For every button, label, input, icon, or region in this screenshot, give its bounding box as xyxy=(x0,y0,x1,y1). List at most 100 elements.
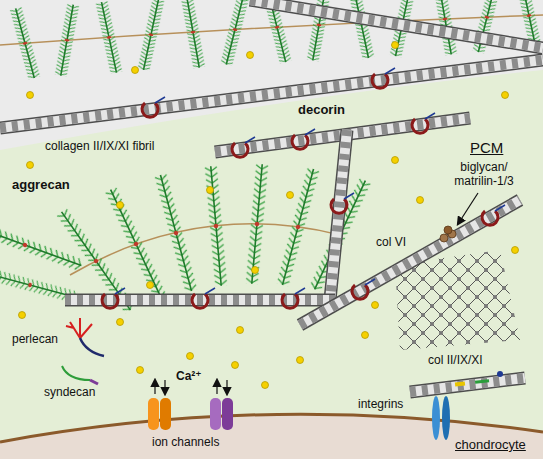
perlecan-label: perlecan xyxy=(12,333,58,347)
calcium-ions-part xyxy=(27,92,34,99)
syndecan-icon xyxy=(62,366,98,384)
calcium-ions-part xyxy=(147,282,154,289)
ion-channels-part xyxy=(216,380,217,394)
calcium-ions-part xyxy=(512,247,519,254)
chondrocyte-cell xyxy=(0,414,543,459)
cell-label: chondrocyte xyxy=(455,438,526,453)
aggrecan-label: aggrecan xyxy=(12,178,70,193)
aggrecan-brushes-part xyxy=(54,4,80,77)
biglycan-matrilin-part xyxy=(440,234,448,242)
calcium-ions-part xyxy=(237,327,244,334)
collagen-fibrils-part xyxy=(300,200,520,325)
ion-channels-part xyxy=(164,380,165,394)
decorin-part xyxy=(331,193,354,213)
decorin-part xyxy=(192,288,215,308)
calcium-ions-part xyxy=(137,367,144,374)
decorin-part xyxy=(292,129,315,149)
decorin-part xyxy=(482,205,505,225)
aggrecan-brushes-part xyxy=(276,167,321,287)
calcium-ions-part xyxy=(247,52,254,59)
collagen-fibrils-part xyxy=(410,378,525,392)
col-vi-label: col VI xyxy=(376,236,406,250)
ion-channels-part xyxy=(222,398,233,430)
aggrecan-brushes-part xyxy=(347,0,376,59)
integrins xyxy=(432,396,450,440)
aggrecan-brushes-part xyxy=(154,173,199,293)
calcium-ions-part xyxy=(19,312,26,319)
aggrecan-brushes-part xyxy=(95,1,124,74)
ion-channels-part xyxy=(154,380,155,394)
biglycan-matrilin-part xyxy=(444,226,452,234)
aggrecan-brushes-part xyxy=(204,166,228,287)
decorin-part xyxy=(142,97,165,117)
calcium-ions-part xyxy=(252,267,259,274)
calcium-ions-part xyxy=(287,192,294,199)
collagen-fibrils-part xyxy=(250,0,543,48)
fibril-label: col II/IX/XI xyxy=(428,354,483,368)
decorin-part xyxy=(102,288,125,308)
collagen-fibrils-part xyxy=(455,381,465,386)
perlecan-icon-part xyxy=(80,338,104,356)
region-label: PCM xyxy=(470,139,503,156)
collagen-fibrils-part xyxy=(497,371,503,377)
syndecan-label: syndecan xyxy=(44,386,95,400)
calcium-ions-part xyxy=(372,302,379,309)
collagen-fibrils-part xyxy=(330,130,347,300)
aggrecan-brushes-part xyxy=(137,0,166,71)
collagen-fibrils xyxy=(0,0,543,392)
ion-channels-part xyxy=(148,398,159,430)
integrins-part xyxy=(432,396,440,440)
calcium-ions-part xyxy=(362,332,369,339)
calcium-ions-part xyxy=(417,197,424,204)
collagen-fibrils-part xyxy=(330,130,347,300)
integrins-part xyxy=(442,396,450,440)
collagen-fibrils-part xyxy=(65,295,335,305)
collagen-fibrils-part xyxy=(475,379,489,384)
calcium-ions-part xyxy=(187,353,194,360)
biglycan-matrilin-part xyxy=(458,193,478,224)
collagen-fibrils-part xyxy=(410,378,525,392)
chondrocyte-cell-part xyxy=(0,414,543,459)
decorin-part xyxy=(412,113,435,133)
collagen-fibrils-part xyxy=(300,200,520,325)
collagen-fibrils-part xyxy=(410,378,525,392)
ion-channels xyxy=(148,380,233,430)
aggrecan-brushes-part xyxy=(219,0,250,66)
decorin-part xyxy=(232,137,255,157)
collagen-fibrils-part xyxy=(250,0,543,48)
syndecan-icon-part xyxy=(90,380,98,384)
ion-label: Ca²⁺ xyxy=(176,370,202,384)
calcium-ions-part xyxy=(392,157,399,164)
channel-label: ion channels xyxy=(152,436,219,450)
calcium-ions-part xyxy=(502,92,509,99)
aggrecan-brushes-part xyxy=(180,0,206,69)
collagen-fibrils-part xyxy=(250,0,543,48)
aggrecan-brushes-part xyxy=(104,187,167,302)
collagen-fibrils-part xyxy=(330,130,347,300)
ion-channels-part xyxy=(160,398,171,430)
aggrecan-brushes-part xyxy=(0,218,84,272)
perlecan-icon-part xyxy=(66,318,92,338)
decorin xyxy=(102,68,505,308)
biglycan-matrilin xyxy=(440,193,478,242)
aggrecan-brushes-part xyxy=(9,7,41,80)
calcium-ions-part xyxy=(117,319,124,326)
integrin-label: integrins xyxy=(358,398,403,412)
calcium-ions-part xyxy=(207,187,214,194)
decorin-label: decorin xyxy=(298,103,345,118)
calcium-ions-part xyxy=(392,42,399,49)
fibril-label: collagen II/IX/XI fibril xyxy=(45,140,154,154)
calcium-ions-part xyxy=(117,202,124,209)
ion-channels-part xyxy=(210,398,221,430)
collagen-fibrils-part xyxy=(300,200,520,325)
calcium-ions xyxy=(19,42,519,389)
calcium-ions-part xyxy=(262,382,269,389)
calcium-ions-part xyxy=(132,67,139,74)
aggrecan-brushes-part xyxy=(245,164,269,285)
calcium-ions-part xyxy=(27,162,34,169)
calcium-ions-part xyxy=(297,357,304,364)
biglycan-label: biglycan/ matrilin-1/3 xyxy=(446,161,522,189)
syndecan-icon-part xyxy=(62,366,90,380)
decorin-part xyxy=(352,279,375,299)
perlecan-icon xyxy=(66,318,104,356)
